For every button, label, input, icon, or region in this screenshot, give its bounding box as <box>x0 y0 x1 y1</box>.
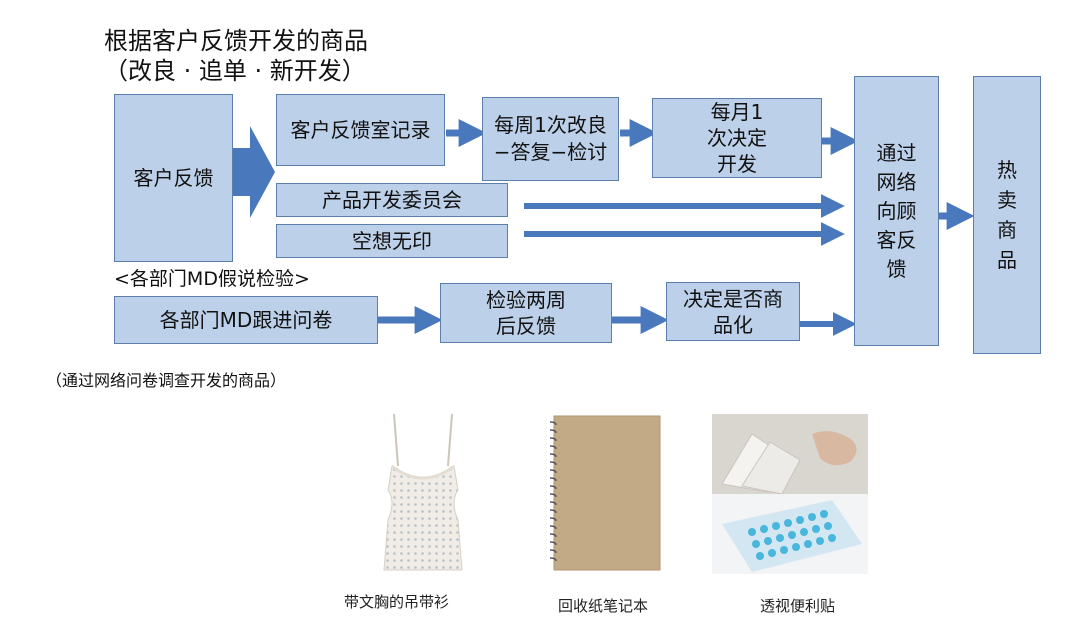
big-block-arrow <box>233 126 275 218</box>
notebook-photo <box>546 414 662 572</box>
box-hot-products: 热卖商品 <box>973 76 1041 354</box>
box-feedback-room: 客户反馈室记录 <box>276 94 445 166</box>
box-customer-feedback: 客户反馈 <box>114 94 233 262</box>
box-md-survey: 各部门MD跟进问卷 <box>114 296 378 344</box>
box-web-survey: 通过网络向顾客反馈 <box>854 76 939 346</box>
box-dev-committee: 产品开发委员会 <box>276 183 508 217</box>
survey-note: （通过网络问卷调查开发的商品） <box>46 371 287 390</box>
caption-notebook: 回收纸笔记本 <box>558 597 649 615</box>
caption-sticky-notes: 透视便利贴 <box>760 597 836 615</box>
box-kusou-muji: 空想无印 <box>276 224 508 258</box>
caption-camisole: 带文胸的吊带衫 <box>344 593 450 611</box>
sticky-notes-photo <box>712 414 868 574</box>
page-subtitle: （改良 · 追单 · 新开发） <box>104 57 366 85</box>
camisole-photo <box>370 410 476 576</box>
box-decide-product: 决定是否商品化 <box>666 282 800 341</box>
box-monthly-decision: 每月1次决定开发 <box>652 98 822 178</box>
page-title: 根据客户反馈开发的商品 <box>104 27 368 55</box>
section-label: <各部门MD假说检验> <box>114 268 310 290</box>
box-verify: 检验两周后反馈 <box>440 283 612 343</box>
box-weekly-review: 每周1次改良−答复−检讨 <box>482 97 619 181</box>
